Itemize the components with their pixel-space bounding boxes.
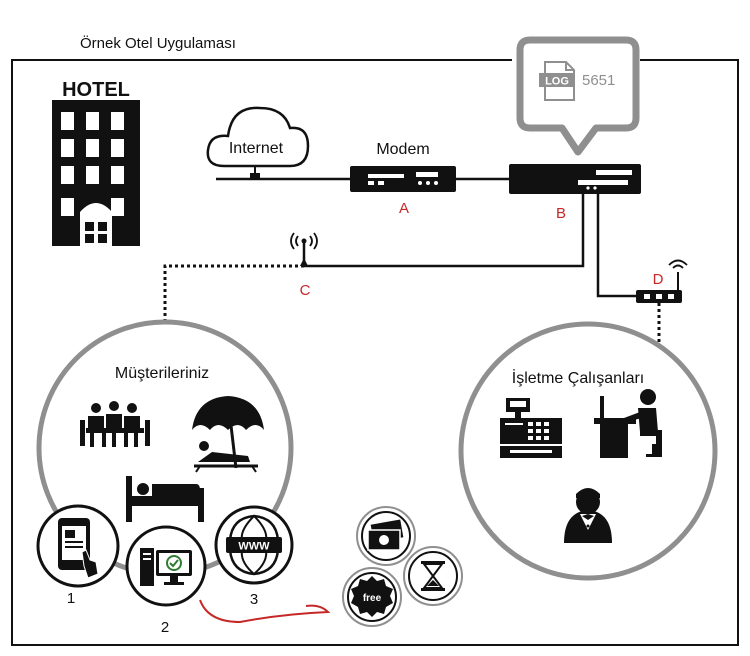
- logger-switch-link: [596, 194, 638, 298]
- money-bills-icon: [367, 519, 404, 551]
- switch-device-icon: [636, 259, 688, 303]
- hourglass-icon: [421, 561, 445, 591]
- www-text: WWW: [238, 541, 270, 553]
- log-5651-callout: LOG 5651: [516, 36, 640, 156]
- modem-device-icon: Modem: [350, 141, 456, 192]
- internet-label: Internet: [229, 140, 284, 157]
- tablet-touch-icon: [58, 518, 99, 579]
- computer-check-icon: [140, 548, 192, 586]
- www-globe-icon: WWW: [226, 514, 282, 576]
- outer-frame: [11, 59, 739, 646]
- office-worker-icon: [594, 389, 662, 458]
- staff-circle: [458, 321, 718, 581]
- money-badge: [356, 506, 416, 566]
- hotel-building-icon: HOTEL: [52, 79, 140, 246]
- log-server-device-icon: [509, 164, 641, 194]
- free-badge: free: [342, 567, 402, 627]
- log-file-icon: LOG: [539, 61, 575, 101]
- wireless-customer-link: [163, 264, 304, 322]
- diagram-title: Örnek Otel Uygulaması: [80, 34, 236, 52]
- red-underline-stroke: [199, 599, 331, 624]
- option-1-number: 1: [67, 590, 75, 607]
- hourglass-badge: [403, 546, 463, 606]
- free-text: free: [363, 593, 382, 604]
- option-3-number: 3: [250, 591, 258, 608]
- free-tag-icon: [351, 576, 393, 617]
- internet-connector: [250, 173, 260, 180]
- bed-icon: [126, 476, 204, 522]
- waiter-icon: [564, 488, 612, 543]
- logger-ap-link: [304, 194, 585, 268]
- marker-a: A: [399, 200, 409, 217]
- beach-umbrella-icon: [192, 396, 264, 473]
- internet-cloud-icon: Internet: [206, 106, 310, 168]
- log-file-text: LOG: [545, 76, 569, 88]
- marker-b: B: [556, 205, 566, 222]
- modem-label: Modem: [376, 141, 429, 158]
- staff-title: İşletme Çalışanları: [512, 368, 645, 387]
- wifi-antenna-icon: [290, 232, 318, 266]
- marker-c: C: [300, 282, 311, 299]
- hotel-sign: HOTEL: [62, 79, 130, 101]
- customers-title: Müşterileriniz: [115, 365, 209, 382]
- option-2-number: 2: [161, 619, 169, 636]
- log-badge-number: 5651: [582, 72, 615, 89]
- cash-register-icon: [500, 398, 562, 458]
- marker-d: D: [653, 271, 664, 288]
- meeting-group-icon: [80, 401, 150, 447]
